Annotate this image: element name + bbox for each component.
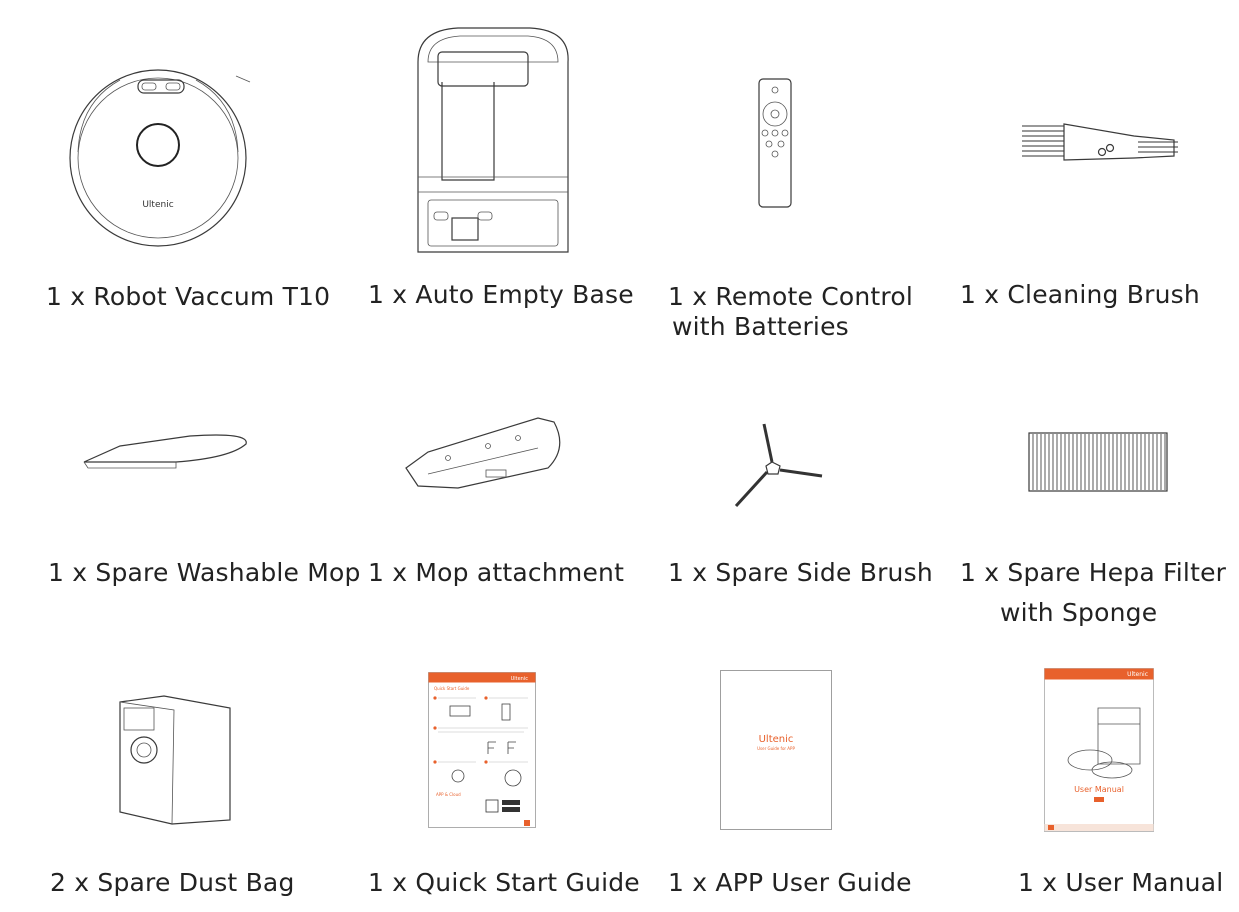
app-guide-subtitle: User Guide for APP bbox=[757, 746, 795, 751]
manual-logo: Ultenic bbox=[1127, 671, 1148, 678]
caption-cleaning-brush: 1 x Cleaning Brush bbox=[960, 280, 1200, 309]
dust-bag-illustration bbox=[110, 694, 236, 826]
qsg-logo: Ultenic bbox=[511, 676, 529, 682]
caption-robot-vacuum: 1 x Robot Vaccum T10 bbox=[46, 282, 331, 311]
quick-start-guide-illustration: Ultenic Quick Start Guide APP & Cloud bbox=[428, 672, 536, 828]
caption-washable-mop: 1 x Spare Washable Mop bbox=[48, 558, 361, 587]
remote-control-illustration bbox=[758, 78, 794, 210]
caption-remote-line2: with Batteries bbox=[672, 312, 849, 341]
caption-app-user-guide: 1 x APP User Guide bbox=[668, 868, 912, 897]
user-manual-illustration: Ultenic User Manual bbox=[1044, 668, 1154, 832]
caption-auto-empty-base: 1 x Auto Empty Base bbox=[368, 280, 634, 309]
caption-hepa-line1: 1 x Spare Hepa Filter bbox=[960, 558, 1227, 587]
caption-remote-line1: 1 x Remote Control bbox=[668, 282, 913, 311]
app-guide-logo: Ultenic bbox=[759, 734, 794, 745]
caption-hepa-line2: with Sponge bbox=[1000, 598, 1158, 627]
cleaning-brush-illustration bbox=[1018, 118, 1184, 188]
caption-user-manual: 1 x User Manual bbox=[1018, 868, 1224, 897]
robot-logo: Ultenic bbox=[142, 200, 173, 210]
qsg-section-title: APP & Cloud bbox=[436, 792, 461, 797]
qsg-title: Quick Start Guide bbox=[434, 686, 470, 691]
caption-quick-start-guide: 1 x Quick Start Guide bbox=[368, 868, 640, 897]
auto-empty-base-illustration bbox=[408, 22, 578, 262]
app-user-guide-illustration: Ultenic User Guide for APP bbox=[720, 670, 832, 830]
caption-side-brush: 1 x Spare Side Brush bbox=[668, 558, 933, 587]
manual-title: User Manual bbox=[1074, 785, 1124, 794]
side-brush-illustration bbox=[722, 416, 826, 512]
caption-mop-attachment: 1 x Mop attachment bbox=[368, 558, 625, 587]
robot-vacuum-illustration: Ultenic bbox=[60, 62, 260, 252]
washable-mop-illustration bbox=[80, 418, 252, 474]
hepa-filter-illustration bbox=[1028, 432, 1168, 492]
caption-dust-bag: 2 x Spare Dust Bag bbox=[50, 868, 295, 897]
mop-attachment-illustration bbox=[398, 408, 566, 494]
